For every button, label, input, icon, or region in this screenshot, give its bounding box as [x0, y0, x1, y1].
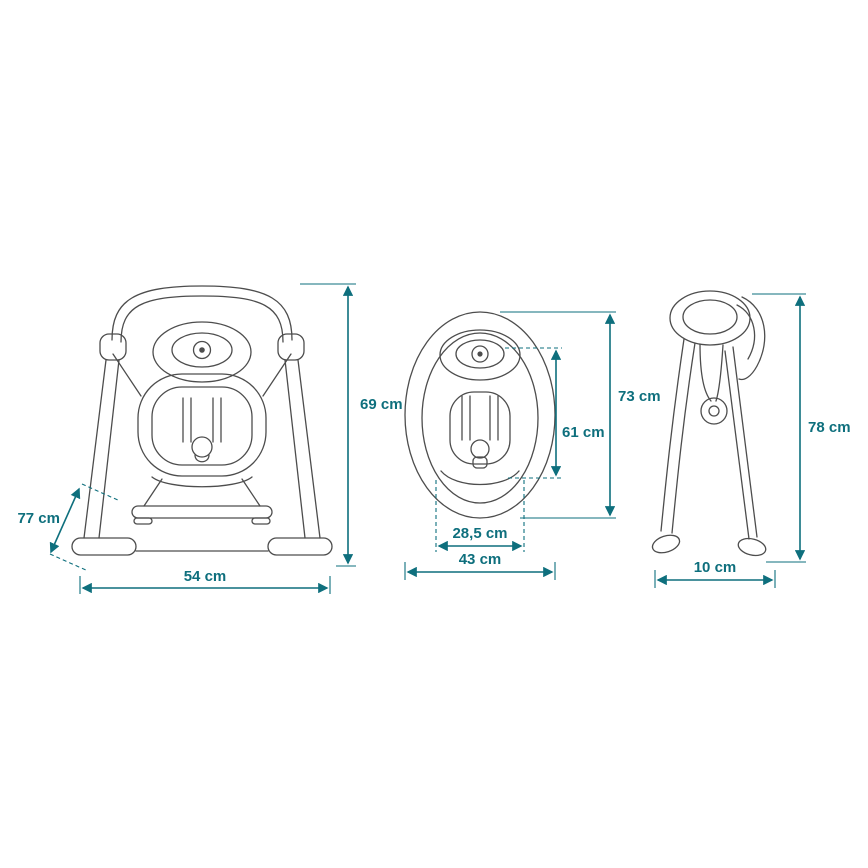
folded-strap-right — [715, 344, 724, 402]
seat-well — [449, 391, 511, 465]
folded-handle-inner — [736, 304, 756, 360]
seat-base-bar — [131, 505, 273, 519]
crotch-pad — [194, 454, 210, 463]
crotch-strap — [472, 456, 488, 469]
dimension-folded-height: 78 cm — [752, 293, 851, 563]
headrest-outer — [669, 290, 751, 346]
seat-base-foot-left — [133, 517, 153, 525]
brand-dot-icon — [471, 345, 489, 363]
brand-dot-icon — [192, 340, 212, 360]
dimension-label-top-outer-width: 43 cm — [459, 551, 502, 568]
extension-line — [81, 483, 121, 502]
frame-leg-left-inner — [98, 359, 120, 539]
folded-strap-left — [699, 343, 712, 402]
folded-handle-outer — [738, 296, 766, 381]
seat-hanger-left — [112, 353, 142, 397]
extension-line — [49, 553, 89, 572]
headrest-outer — [152, 321, 252, 383]
dimension-top-outer-width: 43 cm — [404, 551, 556, 580]
headrest-inner — [455, 339, 505, 369]
frame-leg-right — [297, 359, 321, 539]
folded-leg-right-outer — [732, 346, 758, 538]
dimension-label-front-width: 54 cm — [184, 568, 227, 585]
frame-arch-inner — [120, 295, 284, 343]
dimension-top-inner-width: 28,5 cm — [435, 480, 525, 552]
dimension-label-front-height: 69 cm — [360, 396, 403, 413]
headrest-inner — [682, 299, 738, 335]
dimension-top-outer-length: 73 cm — [500, 311, 661, 519]
dimension-annotations: 69 cm 77 cm 54 cm 73 cm — [17, 283, 851, 594]
dimension-top-inner-length: 61 cm — [505, 347, 605, 479]
seat-shell — [137, 373, 267, 477]
seat-outline-outer — [404, 311, 556, 519]
folded-leg-right-inner — [724, 350, 750, 540]
harness-buckle — [470, 439, 490, 459]
frame-arch-outer — [111, 285, 293, 341]
footrest-curve — [440, 470, 520, 486]
folded-buckle-outer — [700, 397, 728, 425]
dimension-front-width: 54 cm — [79, 568, 331, 594]
dimension-front-depth: 77 cm — [17, 483, 121, 572]
dimension-label-top-inner-width: 28,5 cm — [452, 525, 507, 542]
folded-buckle-inner — [708, 405, 720, 417]
dimension-folded-width: 10 cm — [654, 559, 776, 588]
seat-skirt — [151, 476, 253, 488]
frame-hub-right — [277, 333, 305, 361]
folded-view-drawing — [651, 290, 767, 557]
brand-dot-center — [477, 351, 483, 357]
seat-pad — [151, 386, 253, 466]
headrest-inner — [171, 332, 233, 368]
dimension-label-front-depth: 77 cm — [17, 510, 60, 527]
folded-foot-right — [737, 537, 767, 557]
seat-hanger-right — [262, 353, 292, 397]
folded-leg-left-outer — [660, 338, 685, 532]
dimension-front-height: 69 cm — [300, 283, 403, 567]
seat-base-foot-right — [251, 517, 271, 525]
frame-foot-right — [267, 537, 333, 556]
frame-leg-left — [83, 359, 107, 539]
harness-buckle — [191, 436, 213, 458]
dimension-label-folded-height: 78 cm — [808, 419, 851, 436]
dimension-label-folded-width: 10 cm — [694, 559, 737, 576]
frame-hub-left — [99, 333, 127, 361]
front-view-drawing — [71, 285, 333, 556]
dimension-line-front-depth — [49, 487, 81, 554]
frame-leg-right-inner — [284, 359, 306, 539]
seat-support-left — [143, 478, 163, 507]
seat-support-right — [241, 478, 261, 507]
folded-leg-left-inner — [671, 342, 696, 534]
seat-outline-inner — [421, 332, 539, 504]
brand-dot-center — [199, 347, 205, 353]
folded-foot-left — [651, 534, 681, 554]
headrest-outer — [439, 329, 521, 381]
dimension-label-top-outer-length: 73 cm — [618, 388, 661, 405]
top-view-drawing — [404, 311, 556, 519]
dimension-label-top-inner-length: 61 cm — [562, 424, 605, 441]
frame-foot-left — [71, 537, 137, 556]
